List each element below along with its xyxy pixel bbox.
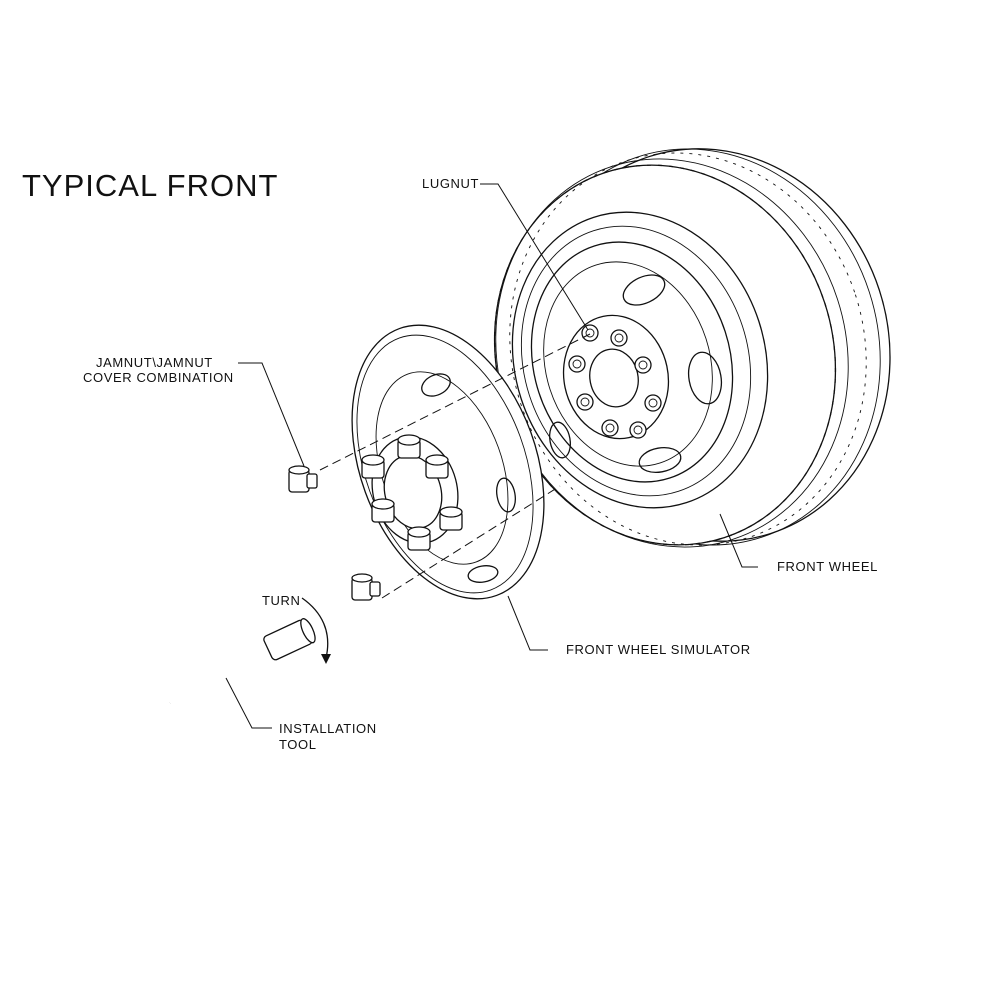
label-installation-line2: TOOL bbox=[279, 737, 317, 752]
label-lugnut: LUGNUT bbox=[422, 176, 479, 191]
installation-tool-icon bbox=[129, 618, 316, 742]
lugnut-icon bbox=[568, 324, 662, 439]
label-jamnut-line2: COVER COMBINATION bbox=[83, 370, 234, 385]
label-turn: TURN bbox=[262, 593, 301, 608]
turn-arrowhead-icon bbox=[321, 654, 331, 664]
label-front-wheel: FRONT WHEEL bbox=[777, 559, 878, 574]
turn-arrow-icon bbox=[301, 597, 329, 659]
front-wheel-icon bbox=[493, 148, 891, 548]
label-front-wheel-simulator: FRONT WHEEL SIMULATOR bbox=[566, 642, 751, 657]
cover-post-icon bbox=[361, 434, 463, 551]
label-jamnut-line1: JAMNUT\JAMNUT bbox=[96, 355, 213, 370]
jamnut-icon bbox=[288, 465, 381, 601]
label-installation-line1: INSTALLATION bbox=[279, 721, 377, 736]
diagram-title: TYPICAL FRONT bbox=[22, 168, 278, 203]
